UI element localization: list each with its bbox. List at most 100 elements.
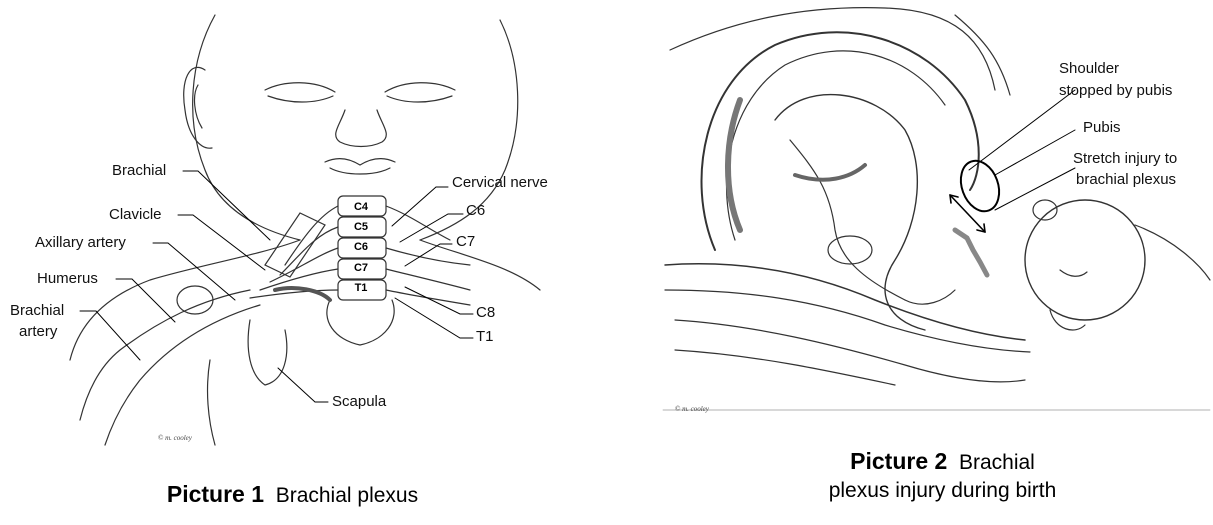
fetus-knee bbox=[827, 235, 873, 265]
label-axillary-artery: Axillary artery bbox=[35, 234, 126, 251]
label-shoulder-line1: Shoulder bbox=[1059, 60, 1120, 77]
caption-2-text-line1: Brachial bbox=[958, 451, 1035, 474]
label-c6: C6 bbox=[466, 202, 486, 219]
nerve-root-c5 bbox=[279, 226, 339, 276]
caption-2-line1: Picture 2 Brachial bbox=[655, 447, 1213, 477]
mouth-lower bbox=[329, 167, 391, 175]
label-brachial: Brachial bbox=[112, 162, 167, 179]
caption-picture-2: Picture 2 Brachial plexus injury during … bbox=[655, 447, 1213, 505]
baby-nose-mouth bbox=[1049, 309, 1086, 331]
leader-scapula bbox=[277, 367, 329, 403]
leader-c6 bbox=[399, 213, 464, 243]
lower-back bbox=[674, 319, 1026, 383]
left-shoulder-line bbox=[69, 239, 301, 361]
fetus-back bbox=[774, 93, 926, 331]
nerve-right-c6 bbox=[385, 247, 471, 266]
label-c7: C7 bbox=[456, 233, 476, 250]
nerve-root-t1 bbox=[249, 289, 339, 299]
label-t1: T1 bbox=[476, 328, 494, 345]
caption-2-text-line2: plexus injury during birth bbox=[828, 479, 1057, 502]
label-stretch-line2: brachial plexus bbox=[1076, 171, 1177, 188]
leader-stretch bbox=[994, 167, 1076, 211]
baby-cervical-spine bbox=[952, 227, 990, 278]
baby-head bbox=[1024, 199, 1146, 321]
label-stretch-line1: Stretch injury to bbox=[1073, 150, 1178, 167]
left-eye-upper bbox=[264, 82, 336, 93]
thigh-line bbox=[1134, 224, 1211, 281]
vertebra-label-c4: C4 bbox=[353, 201, 369, 213]
label-cervical-nerve: Cervical nerve bbox=[452, 174, 548, 191]
fetus-hand bbox=[904, 289, 956, 305]
abdomen-front bbox=[954, 14, 1011, 96]
label-c8: C8 bbox=[476, 304, 496, 321]
vertebra-label-c5: C5 bbox=[353, 221, 369, 233]
caption-picture-1: Picture 1 Brachial plexus bbox=[0, 480, 585, 510]
pubis-bone bbox=[959, 159, 1001, 213]
scapula-shape bbox=[247, 319, 288, 386]
face-left-contour bbox=[192, 14, 301, 241]
maternal-abdomen bbox=[669, 7, 996, 91]
nerve-right-c4 bbox=[385, 205, 451, 241]
nerve-root-c7 bbox=[259, 268, 339, 291]
leader-brachial bbox=[182, 170, 271, 241]
label-brachial-artery-line2: artery bbox=[19, 323, 58, 340]
brachial-plexus-illustration bbox=[69, 14, 541, 446]
stretch-arrow-head-bottom bbox=[976, 223, 986, 233]
nerve-root-c4 bbox=[284, 205, 339, 266]
leader-pubis bbox=[994, 129, 1076, 176]
artist-credit-2: © m. cooley bbox=[675, 405, 709, 413]
baby-ear bbox=[1032, 199, 1058, 221]
caption-2-bold: Picture 2 bbox=[850, 448, 948, 474]
leader-axillary-artery bbox=[152, 242, 236, 301]
thoracic-base bbox=[326, 299, 395, 346]
fetus-legs bbox=[789, 139, 906, 301]
leader-shoulder bbox=[968, 89, 1076, 171]
lower-back-2 bbox=[674, 349, 896, 386]
leader-clavicle bbox=[177, 214, 266, 271]
stretch-arrow-head-top bbox=[949, 194, 959, 204]
nerve-right-c7 bbox=[385, 268, 471, 291]
leader-c8 bbox=[404, 286, 474, 315]
birth-injury-illustration bbox=[662, 7, 1211, 411]
label-scapula: Scapula bbox=[332, 393, 387, 410]
picture-2-panel: Shoulder stopped by pubis Pubis Stretch … bbox=[655, 0, 1213, 525]
right-eye-lid bbox=[386, 95, 453, 103]
spine-line-lower bbox=[664, 289, 1031, 353]
axillary-artery-vessel bbox=[273, 286, 332, 302]
humerus-head bbox=[176, 285, 214, 315]
label-brachial-artery-line1: Brachial bbox=[10, 302, 65, 319]
arm-upper bbox=[79, 289, 251, 421]
vertebra-label-t1: T1 bbox=[354, 282, 368, 294]
nerve-root-c6 bbox=[269, 247, 339, 283]
clavicle-bone bbox=[264, 212, 326, 278]
label-pubis: Pubis bbox=[1083, 119, 1121, 136]
label-humerus: Humerus bbox=[37, 270, 98, 287]
right-eye-upper bbox=[384, 82, 456, 93]
sacrum-line bbox=[664, 263, 1026, 341]
umbilical-cord bbox=[793, 163, 867, 182]
nerve-right-t1 bbox=[385, 289, 471, 306]
leader-cervical-nerve bbox=[391, 186, 449, 227]
leader-humerus bbox=[115, 278, 176, 323]
torso-left bbox=[206, 359, 216, 446]
caption-1-text: Brachial plexus bbox=[275, 484, 419, 507]
caption-1-bold: Picture 1 bbox=[166, 481, 265, 507]
uterus-outer-wall bbox=[700, 31, 980, 251]
left-eye-lid bbox=[267, 95, 334, 103]
vertebra-label-c6: C6 bbox=[353, 241, 369, 253]
uterine-muscle bbox=[725, 97, 743, 233]
stretch-arrow bbox=[949, 194, 986, 233]
label-shoulder-line2: stopped by pubis bbox=[1059, 82, 1173, 99]
face-right-contour bbox=[419, 19, 519, 241]
ear-inner bbox=[193, 84, 203, 129]
nose bbox=[335, 109, 387, 148]
mouth-upper bbox=[324, 157, 396, 166]
picture-1-panel: Brachial Clavicle Axillary artery Humeru… bbox=[0, 0, 600, 525]
leader-c7 bbox=[404, 243, 453, 267]
leader-t1 bbox=[394, 297, 474, 339]
ear bbox=[183, 66, 213, 149]
right-shoulder-line bbox=[419, 239, 541, 291]
artist-credit-1: © m. cooley bbox=[158, 434, 192, 442]
arm-lower bbox=[104, 304, 261, 446]
vertebra-label-c7: C7 bbox=[353, 262, 369, 274]
